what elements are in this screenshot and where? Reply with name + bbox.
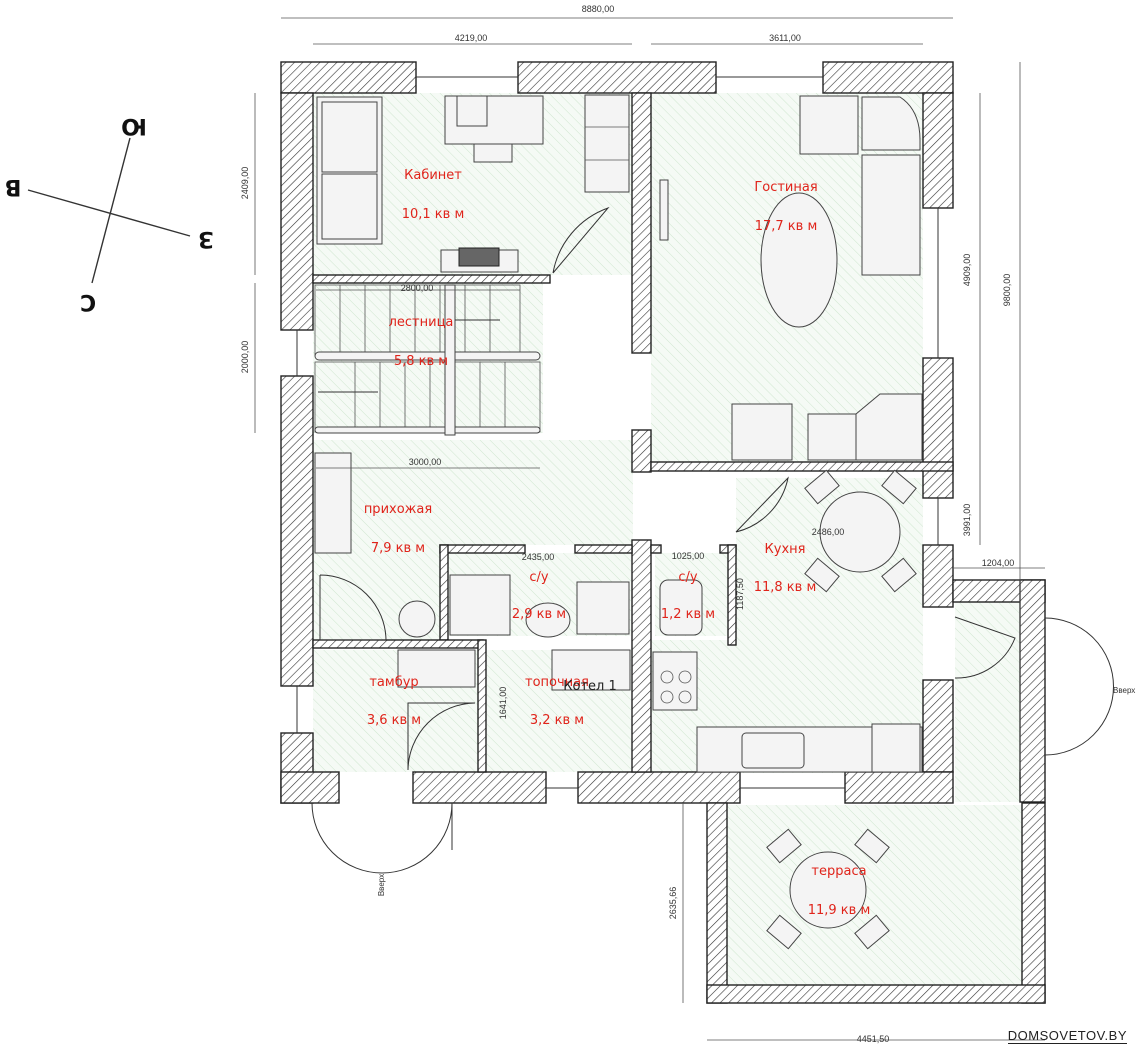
dim-total-height: 9800,00 <box>1002 274 1012 307</box>
up-label-entry: Вверх <box>377 874 386 896</box>
dim-bath2-height: 1187,50 <box>735 578 745 610</box>
furniture <box>314 94 923 950</box>
windows <box>296 76 939 789</box>
dim-bath1-width: 2435,00 <box>522 552 555 562</box>
up-label-porch: Вверх <box>1113 686 1135 695</box>
compass-south: Ю <box>121 113 147 138</box>
room-area-stairs: 5,8 кв м <box>394 354 448 369</box>
dim-boiler-height: 1641,00 <box>498 687 508 720</box>
room-area-tambour: 3,6 кв м <box>367 713 421 728</box>
dim-right-width: 3611,00 <box>769 33 801 43</box>
room-area-kitchen: 11,8 кв м <box>754 580 817 595</box>
compass-rose: С Ю В З <box>5 113 214 314</box>
room-area-hall: 7,9 кв м <box>371 541 425 556</box>
dim-kitchen-table: 2486,00 <box>812 527 845 537</box>
room-name-bath1: с/у <box>529 570 549 585</box>
dim-left-width: 4219,00 <box>455 33 488 43</box>
dim-total-width: 8880,00 <box>582 4 615 14</box>
compass-north: С <box>80 289 96 314</box>
dim-right-lower: 3991,00 <box>962 504 972 537</box>
dim-right-upper: 4909,00 <box>962 254 972 287</box>
compass-west: З <box>198 226 214 251</box>
dimension-lines <box>254 17 1045 1041</box>
room-area-bath2: 1,2 кв м <box>661 607 715 622</box>
room-name-stairs: лестница <box>389 315 454 330</box>
room-name-bath2: с/у <box>678 570 698 585</box>
dim-stair-width: 2800,00 <box>401 283 434 293</box>
room-name-terrace: терраса <box>811 864 866 879</box>
dim-bath2-width: 1025,00 <box>672 551 705 561</box>
room-name-boiler: топочная <box>525 675 589 690</box>
dimension-labels: 8880,00 4219,00 3611,00 9800,00 4909,00 … <box>240 4 1014 1044</box>
boiler-label: Котел 1 <box>563 679 616 694</box>
room-labels: Кабинет 10,1 кв м Гостиная 17,7 кв м лес… <box>364 168 1135 918</box>
dim-terrace-width: 4451,50 <box>857 1034 890 1044</box>
staircase <box>314 284 541 436</box>
room-name-hall: прихожая <box>364 502 432 517</box>
doors <box>311 206 1114 874</box>
room-area-boiler: 3,2 кв м <box>530 713 584 728</box>
dim-hall-width: 3000,00 <box>409 457 442 467</box>
room-area-terrace: 11,9 кв м <box>808 903 871 918</box>
compass-east: В <box>5 174 22 199</box>
dim-porch-width: 1204,00 <box>982 558 1015 568</box>
room-area-bath1: 2,9 кв м <box>512 607 566 622</box>
room-name-living: Гостиная <box>754 180 817 195</box>
room-name-tambour: тамбур <box>369 675 418 690</box>
room-area-cabinet: 10,1 кв м <box>402 207 465 222</box>
walls <box>280 61 1046 1004</box>
dim-terrace-height: 2635,66 <box>668 887 678 920</box>
room-name-cabinet: Кабинет <box>404 168 462 183</box>
dim-left-top: 2409,00 <box>240 167 250 200</box>
watermark: DOMSOVETOV.BY <box>1007 1028 1127 1044</box>
room-area-living: 17,7 кв м <box>755 219 818 234</box>
dim-left-stair: 2000,00 <box>240 341 250 374</box>
room-name-kitchen: Кухня <box>765 542 806 557</box>
